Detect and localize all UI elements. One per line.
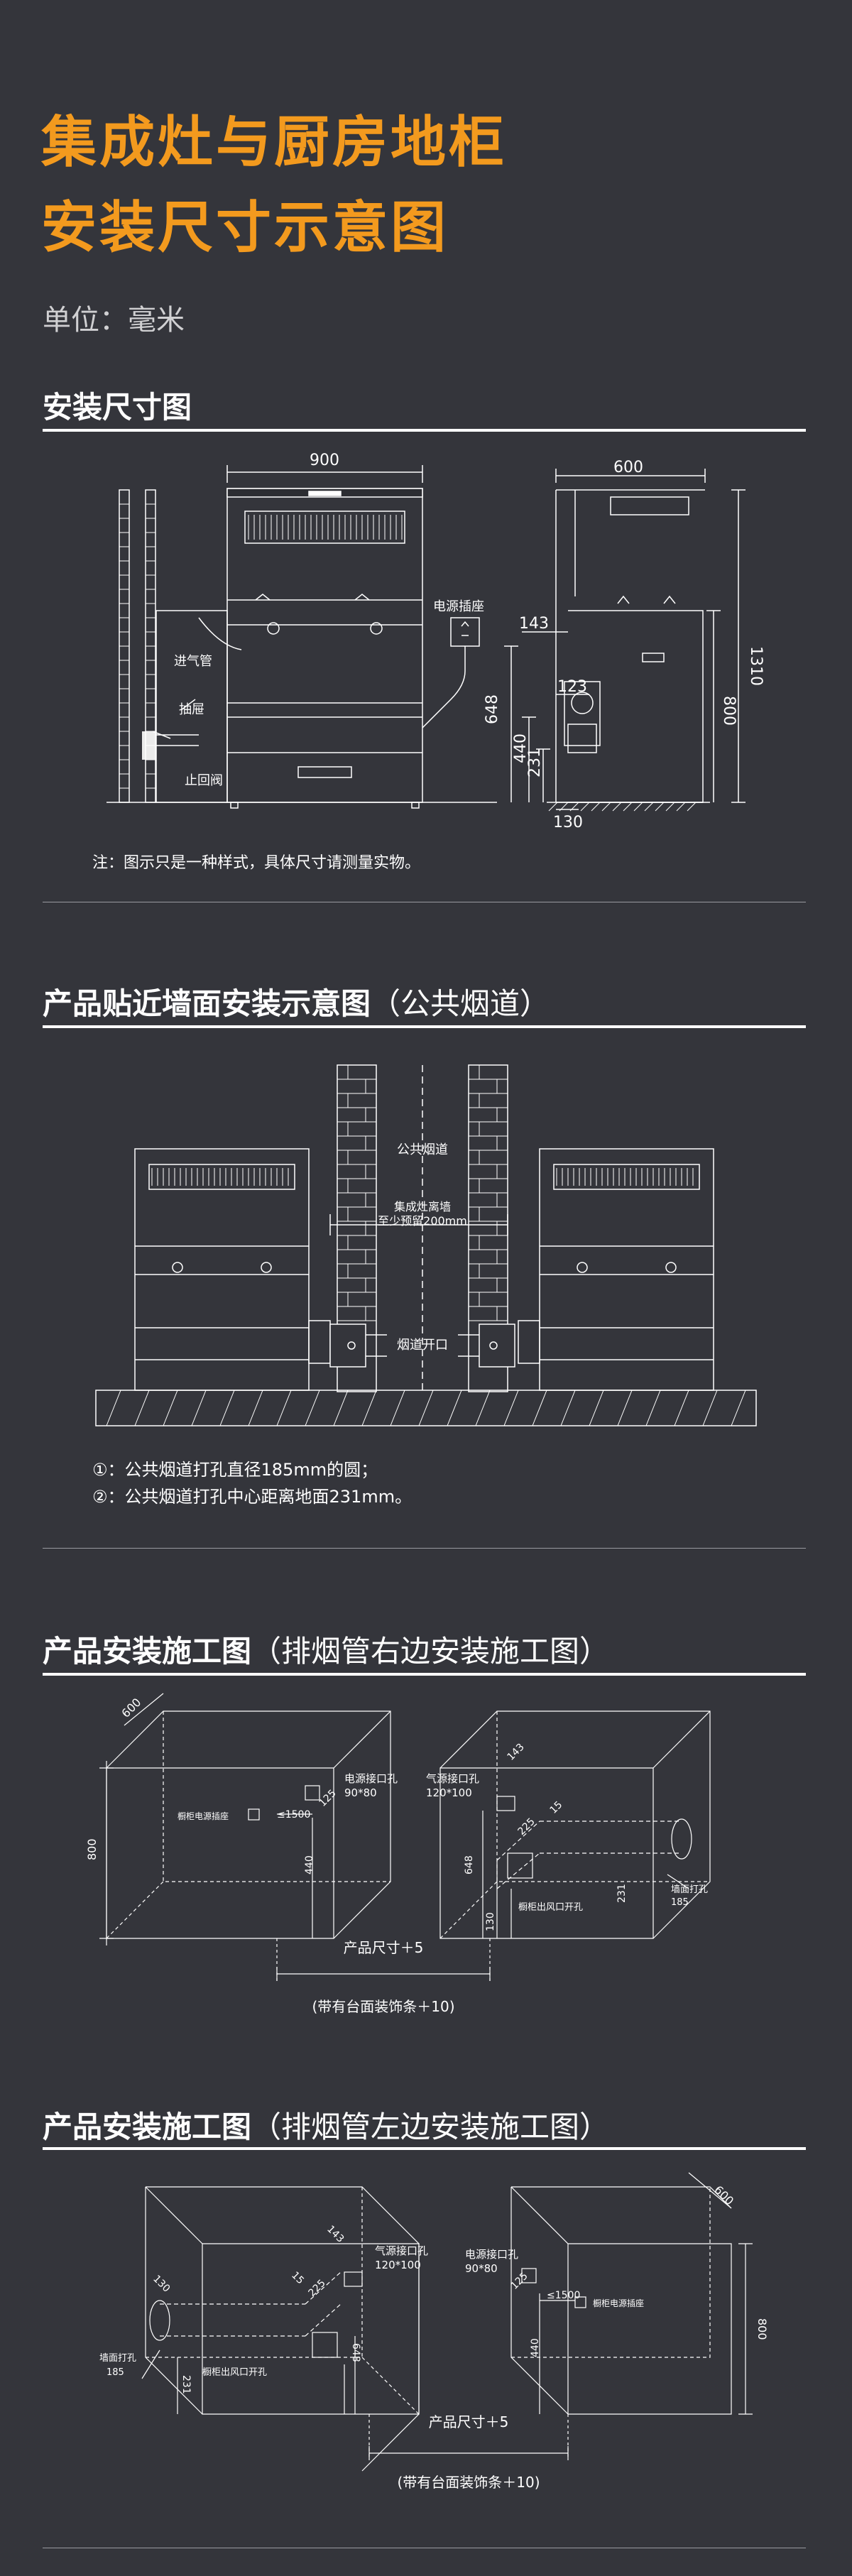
wall-hole-label: 墙面打孔 bbox=[99, 2353, 136, 2364]
gas-hole-label: 气源接口孔 bbox=[426, 1772, 479, 1785]
section-divider bbox=[43, 1673, 806, 1676]
exhaust-hole-label: 橱柜出风口开孔 bbox=[518, 1902, 583, 1913]
dim-225: 225 bbox=[307, 2278, 328, 2299]
dim-1310: 1310 bbox=[747, 646, 765, 686]
dim-648: 648 bbox=[484, 694, 501, 724]
dim-800: 800 bbox=[720, 696, 738, 726]
dim-15: 15 bbox=[289, 2270, 306, 2287]
section-divider bbox=[43, 429, 806, 432]
unit-label: 单位：毫米 bbox=[43, 304, 185, 337]
section4-title-paren: （排烟管左边安装施工图） bbox=[251, 2110, 610, 2144]
dim-185: 185 bbox=[106, 2367, 124, 2378]
dim-900: 900 bbox=[310, 452, 339, 469]
socket-hole-label: 电源接口孔 bbox=[465, 2248, 518, 2261]
dim-648: 648 bbox=[464, 1855, 475, 1874]
socket-size-label: 90*80 bbox=[344, 1786, 377, 1799]
dim-440: 440 bbox=[304, 1855, 315, 1874]
le1500-label: ≤1500 bbox=[277, 1809, 310, 1821]
right-exhaust-construction-diagram: 600 800 电源接口孔 90*80 橱柜电源插座 ≤1500 440 125… bbox=[85, 1693, 711, 2015]
section-divider bbox=[43, 1548, 806, 1549]
section2-title-paren: （公共烟道） bbox=[371, 986, 550, 1021]
dim-600: 600 bbox=[613, 459, 643, 476]
dim-800: 800 bbox=[85, 1838, 99, 1860]
gas-size-label: 120*100 bbox=[375, 2259, 421, 2271]
dim-123: 123 bbox=[557, 678, 587, 696]
install-dimension-diagram: 900 电源插座 进气管 抽屉 止回阀 600 143 123 bbox=[106, 452, 765, 831]
dim-440: 440 bbox=[530, 2338, 541, 2357]
section2-title-main: 产品贴近墙面安装示意图 bbox=[43, 986, 371, 1021]
section-title-right-exhaust: 产品安装施工图（排烟管右边安装施工图） bbox=[43, 1627, 609, 1671]
exhaust-hole-label: 橱柜出风口开孔 bbox=[202, 2367, 267, 2378]
dim-130: 130 bbox=[151, 2274, 172, 2295]
drawer-label: 抽屉 bbox=[179, 702, 204, 717]
wall-hole-label: 墙面打孔 bbox=[671, 1884, 708, 1895]
section-divider bbox=[43, 2147, 806, 2150]
product-size-line1: 产品尺寸＋5 bbox=[429, 2413, 509, 2430]
section-title-install-dimensions: 安装尺寸图 bbox=[43, 390, 192, 425]
public-flue-diagram: 公共烟道 集成灶离墙 至少预留200mm 烟道开口 bbox=[95, 1064, 757, 1426]
page-title-line1: 集成灶与厨房地柜 bbox=[41, 111, 508, 175]
dim-231: 231 bbox=[526, 748, 544, 777]
gas-hole-label: 气源接口孔 bbox=[375, 2244, 428, 2257]
dim-130: 130 bbox=[553, 814, 583, 831]
distance-label-line1: 集成灶离墙 bbox=[394, 1200, 451, 1213]
distance-label-line2: 至少预留200mm bbox=[378, 1214, 467, 1228]
socket-label: 电源插座 bbox=[433, 599, 484, 614]
cabinet-socket-label: 橱柜电源插座 bbox=[593, 2298, 644, 2308]
dim-143: 143 bbox=[324, 2224, 346, 2245]
section3-title-main: 产品安装施工图 bbox=[43, 1634, 252, 1669]
public-flue-label: 公共烟道 bbox=[397, 1142, 448, 1157]
cabinet-socket-label: 橱柜电源插座 bbox=[178, 1811, 229, 1821]
section2-note-1: ①：公共烟道打孔直径185mm的圆； bbox=[92, 1460, 378, 1480]
product-size-line2: (带有台面装饰条＋10) bbox=[397, 2474, 540, 2491]
dim-231: 231 bbox=[180, 2375, 192, 2394]
section-title-wall-install: 产品贴近墙面安装示意图（公共烟道） bbox=[43, 980, 550, 1023]
section4-title-main: 产品安装施工图 bbox=[43, 2110, 252, 2144]
le1500-label: ≤1500 bbox=[547, 2290, 580, 2301]
product-size-line1: 产品尺寸＋5 bbox=[344, 1939, 424, 1956]
dim-125: 125 bbox=[509, 2271, 530, 2292]
socket-hole-label: 电源接口孔 bbox=[344, 1772, 398, 1785]
dim-143: 143 bbox=[519, 615, 549, 633]
product-size-line2: (带有台面装饰条＋10) bbox=[312, 1998, 454, 2015]
page-title-line2: 安装尺寸示意图 bbox=[41, 196, 449, 260]
section1-note: 注：图示只是一种样式，具体尺寸请测量实物。 bbox=[92, 854, 421, 872]
gas-size-label: 120*100 bbox=[426, 1786, 472, 1799]
dim-800: 800 bbox=[755, 2318, 769, 2340]
section2-note-2: ②：公共烟道打孔中心距离地面231mm。 bbox=[92, 1487, 413, 1507]
section3-title-paren: （排烟管右边安装施工图） bbox=[251, 1634, 610, 1669]
dim-600: 600 bbox=[711, 2183, 736, 2207]
dim-185: 185 bbox=[671, 1897, 689, 1908]
inlet-label: 进气管 bbox=[174, 654, 212, 669]
dim-648: 648 bbox=[350, 2343, 361, 2362]
dim-231: 231 bbox=[616, 1884, 628, 1903]
dim-130: 130 bbox=[485, 1912, 496, 1931]
flue-opening-label: 烟道开口 bbox=[397, 1338, 448, 1353]
dim-440: 440 bbox=[512, 733, 530, 763]
section-title-left-exhaust: 产品安装施工图（排烟管左边安装施工图） bbox=[43, 2103, 609, 2146]
socket-size-label: 90*80 bbox=[465, 2262, 498, 2275]
section-divider bbox=[43, 1025, 806, 1028]
check-valve-label: 止回阀 bbox=[185, 773, 223, 788]
